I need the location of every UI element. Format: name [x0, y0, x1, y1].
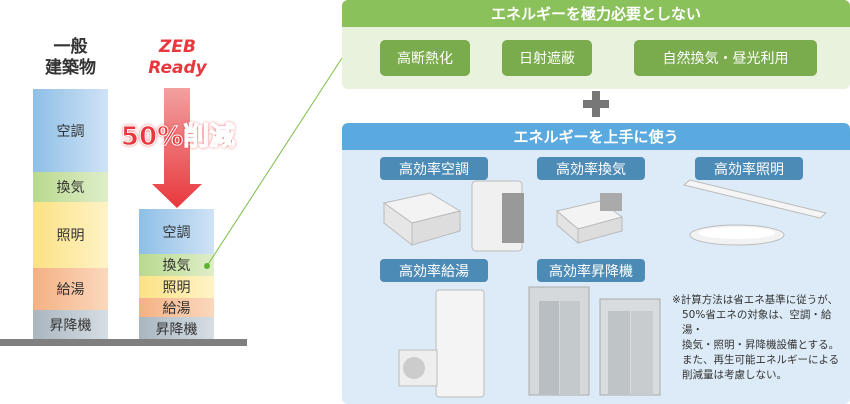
- solar-shading-item: 日射遮蔽: [502, 40, 592, 76]
- lighting-icon: [682, 179, 828, 246]
- connector-line: [206, 57, 343, 267]
- segment-hot-water: 給湯: [139, 298, 214, 317]
- segment-ac: 空調: [139, 209, 214, 254]
- connector-dot: [204, 263, 210, 269]
- calculation-note: ※計算方法は省エネ基準に従うが、 50%省エネの対象は、空調・給湯・ 換気・照明…: [672, 294, 840, 381]
- efficient-ac-tag: 高効率空調: [380, 157, 488, 180]
- zeb-ready-bar: 空調 換気 照明 給湯 昇降機: [139, 209, 214, 340]
- general-building-title: 一般 建築物: [45, 37, 96, 78]
- natural-ventilation-item: 自然換気・昼光利用: [634, 40, 817, 76]
- water-heater-icon: [398, 289, 485, 398]
- efficient-use-title: エネルギーを上手に使う: [342, 123, 850, 150]
- segment-ventilation: 換気: [139, 254, 214, 276]
- efficient-use-panel: エネルギーを上手に使う 高効率空調 高効率換気 高効率照明 高効率給湯 高効率昇…: [342, 123, 850, 404]
- efficient-elevator-tag: 高効率昇降機: [537, 259, 645, 282]
- segment-lighting: 照明: [33, 202, 108, 268]
- reduce-demand-title: エネルギーを極力必要としない: [342, 0, 850, 27]
- air-conditioner-icon: [382, 180, 524, 252]
- zeb-ready-title: ZEB Ready: [148, 37, 207, 78]
- elevator-icon: [528, 286, 661, 396]
- segment-elevator: 昇降機: [33, 310, 108, 340]
- ground-line: [0, 339, 247, 346]
- reduce-demand-panel: エネルギーを極力必要としない 高断熱化 日射遮蔽 自然換気・昼光利用: [342, 0, 850, 89]
- efficient-water-heater-tag: 高効率給湯: [380, 259, 488, 282]
- efficient-ventilation-tag: 高効率換気: [537, 157, 645, 180]
- ventilation-fan-icon: [555, 193, 624, 245]
- down-arrow-icon: [152, 88, 202, 208]
- general-building-bar: 空調 換気 照明 給湯 昇降機: [33, 89, 108, 340]
- segment-ventilation: 換気: [33, 172, 108, 202]
- reduction-label: 50%削減: [120, 122, 236, 153]
- equipment-illustrations: [382, 179, 828, 398]
- segment-ac: 空調: [33, 89, 108, 172]
- insulation-item: 高断熱化: [380, 40, 470, 76]
- efficient-lighting-tag: 高効率照明: [695, 157, 803, 180]
- segment-lighting: 照明: [139, 276, 214, 298]
- segment-hot-water: 給湯: [33, 268, 108, 310]
- segment-elevator: 昇降機: [139, 317, 214, 340]
